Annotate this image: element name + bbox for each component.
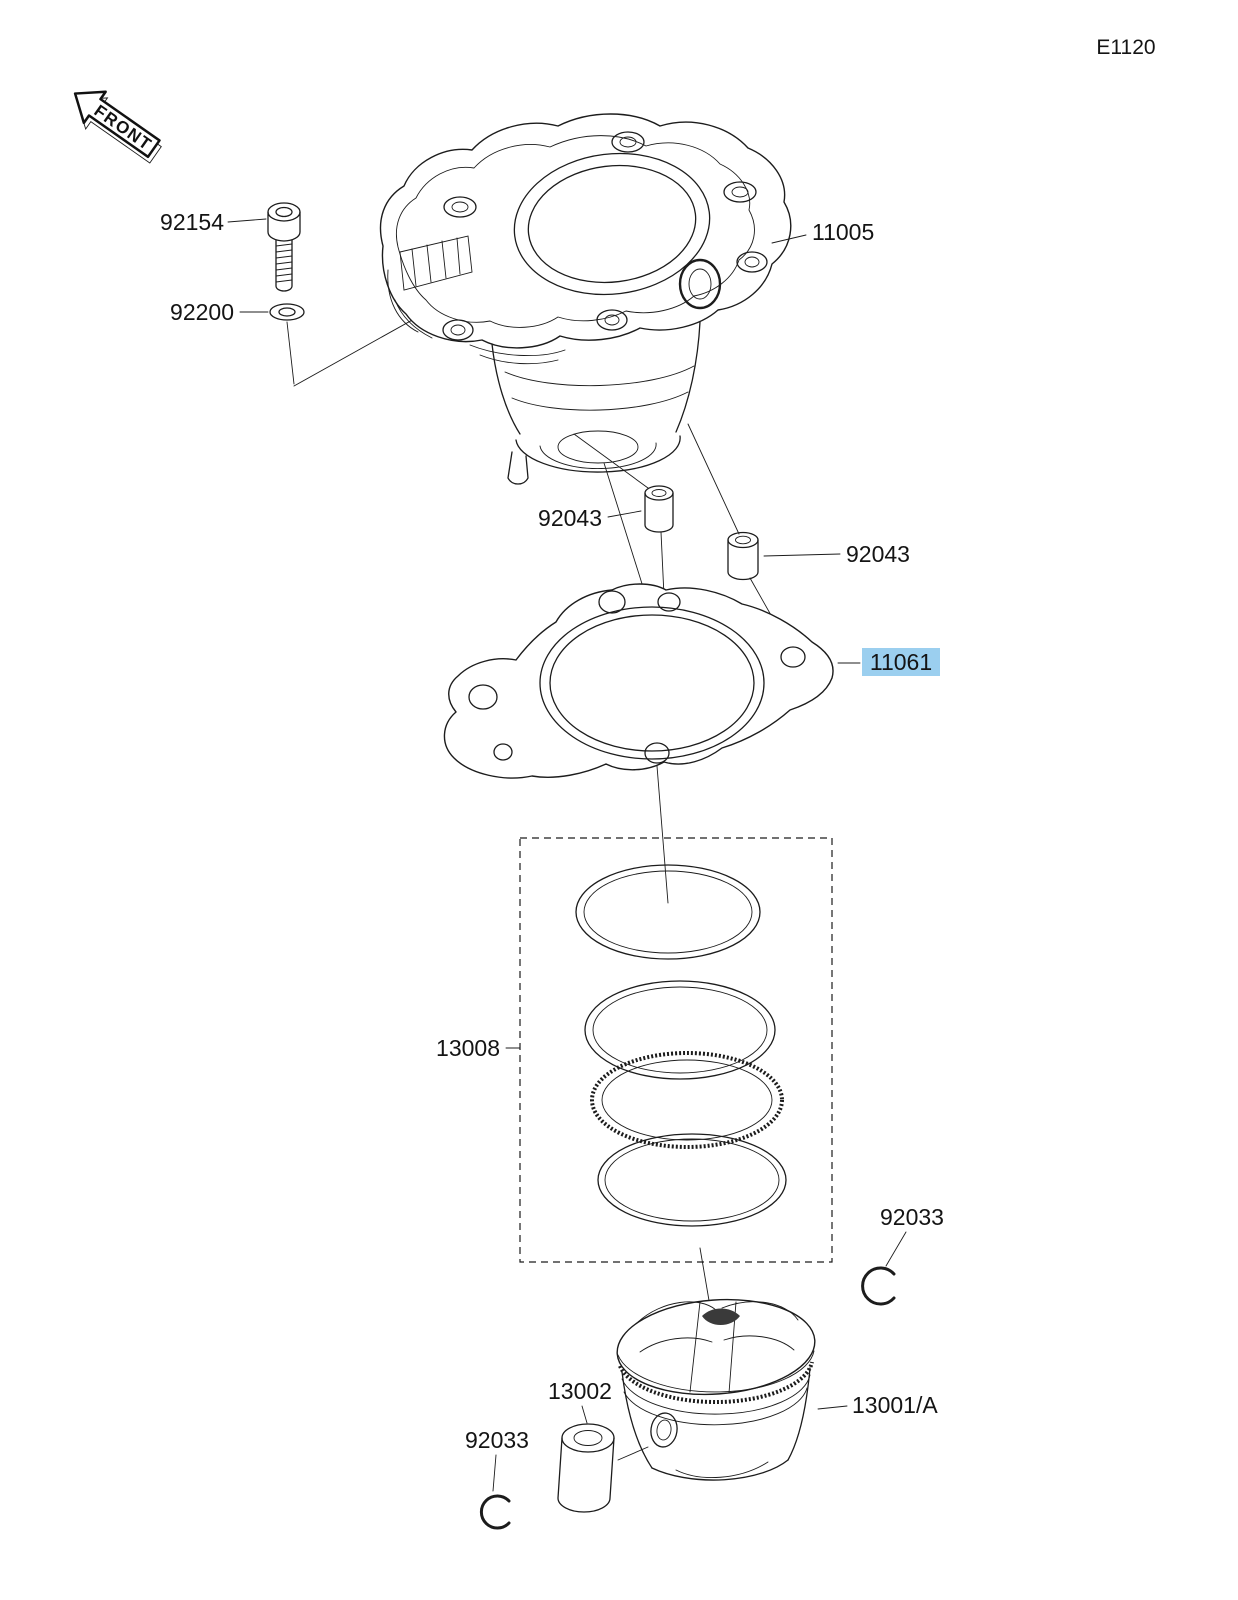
ring-set-drawing [519, 837, 833, 1263]
top-ring [575, 864, 761, 960]
second-ring [584, 980, 776, 1080]
washer-drawing [269, 303, 305, 321]
part-label-ring-set[interactable]: 13008 [436, 1035, 500, 1061]
gasket-drawing [443, 583, 834, 779]
crown-pocket [702, 1308, 740, 1325]
part-label-circlip-upper[interactable]: 92033 [880, 1204, 944, 1230]
circlip-upper-drawing [861, 1266, 896, 1306]
front-arrow-icon: FRONT [73, 90, 162, 164]
ring-set-boundary [519, 837, 833, 1263]
part-label-gasket[interactable]: 11061 [870, 649, 932, 675]
part-label-dowel-rear[interactable]: 92043 [846, 541, 910, 567]
cylinder-face-ribs [399, 235, 473, 291]
cylinder-drawing [379, 113, 792, 485]
part-label-dowel-front[interactable]: 92043 [538, 505, 602, 531]
circlip-lower-drawing [479, 1494, 511, 1530]
piston-drawing [616, 1298, 816, 1481]
part-label-piston-pin[interactable]: 13002 [548, 1378, 612, 1404]
dowel-pin-rear-drawing [727, 531, 759, 581]
part-label-washer[interactable]: 92200 [170, 299, 234, 325]
part-label-bolt[interactable]: 92154 [160, 209, 224, 235]
piston-pin-drawing [557, 1423, 615, 1513]
page-code: E1120 [1096, 36, 1155, 59]
bolt-drawing [267, 202, 301, 292]
front-arrow-label: FRONT [91, 101, 156, 154]
part-label-piston[interactable]: 13001/A [852, 1392, 938, 1418]
part-label-circlip-lower[interactable]: 92033 [465, 1427, 529, 1453]
oil-ring-expander [590, 1051, 784, 1149]
front-arrow-shadow [76, 97, 162, 164]
pin-bore [650, 1412, 678, 1448]
part-label-cylinder[interactable]: 11005 [812, 219, 874, 245]
cylinder-plug-boss [678, 258, 722, 310]
oil-ring-rail [597, 1133, 787, 1227]
front-arrow-body [73, 90, 161, 159]
gasket-holes [468, 590, 806, 764]
alignment-lines [286, 153, 790, 1461]
gasket-highlight [862, 648, 940, 676]
leader-lines [227, 218, 907, 1492]
dowel-pin-front-drawing [644, 485, 674, 533]
cylinder-bolt-holes [442, 131, 768, 341]
